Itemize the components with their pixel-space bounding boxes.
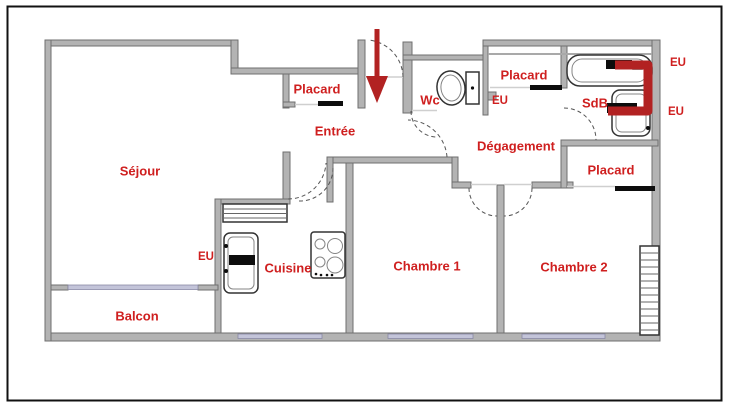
wall	[482, 39, 489, 116]
window-balcony	[67, 284, 199, 290]
stove-burner-small	[314, 256, 326, 268]
kitchen-sink-icon	[223, 232, 259, 294]
door-arc-sejour	[287, 162, 327, 200]
door-arc-entrance	[367, 39, 404, 78]
wall	[402, 41, 413, 114]
toilet-icon	[436, 70, 480, 106]
wall	[214, 198, 222, 334]
walls	[44, 39, 661, 342]
stove-burner-large	[327, 238, 343, 254]
room-label-placard-entree: Placard	[294, 82, 341, 97]
wall	[230, 67, 366, 75]
eu-label-wc: EU	[492, 95, 508, 107]
toilet-button	[470, 86, 475, 90]
sliding-door-placard-chambre2	[615, 186, 655, 191]
room-label-chambre1: Chambre 1	[393, 259, 460, 274]
toilet-bowl-inner	[440, 74, 462, 102]
bathtub-icon	[566, 54, 653, 87]
room-label-degagement: Dégagement	[477, 139, 556, 154]
wall	[44, 39, 52, 342]
stove-burner-large	[326, 256, 344, 274]
wall	[402, 54, 489, 61]
wall-inner-line	[488, 53, 652, 55]
entrance-arrow-icon	[366, 29, 388, 103]
wall	[326, 156, 334, 203]
wall-eu-duct	[487, 91, 497, 101]
door-arcs	[287, 39, 597, 217]
wall	[357, 39, 366, 109]
radiator-chambre2-icon	[639, 245, 660, 336]
room-label-sejour: Séjour	[120, 164, 160, 179]
room-label-placard-chambre2: Placard	[588, 163, 635, 178]
room-label-balcon: Balcon	[115, 309, 158, 324]
kitchen-sink-tap-dot	[224, 269, 228, 273]
wall	[451, 181, 472, 189]
radiator-cuisine-icon	[222, 203, 288, 223]
room-label-placard-hall: Placard	[501, 68, 548, 83]
eu-label-cuisine: EU	[198, 251, 214, 263]
image-border	[6, 5, 723, 402]
entrance-arrow-head	[366, 76, 388, 103]
stove-knob	[325, 273, 329, 277]
kitchen-sink-faucet	[229, 255, 255, 265]
door-arc-sdb	[563, 107, 597, 141]
windows	[67, 284, 606, 339]
wall	[282, 151, 291, 203]
stove-burner-small	[314, 238, 326, 250]
door-arc-chambre2	[503, 187, 533, 217]
room-label-chambre2: Chambre 2	[540, 260, 607, 275]
wall	[197, 284, 219, 291]
wall	[560, 45, 568, 89]
stove-icon	[310, 231, 346, 279]
eu-label-bath: EU	[670, 57, 686, 69]
wall	[50, 284, 69, 291]
window-chambre1	[387, 333, 474, 339]
door-arc-degagement	[407, 119, 448, 158]
wall	[496, 184, 505, 334]
wall	[282, 101, 296, 108]
eu-pipe	[608, 60, 653, 116]
room-label-sdb: SdB	[582, 96, 608, 111]
wall	[282, 73, 290, 109]
stove-knob	[319, 273, 323, 277]
wall	[44, 39, 238, 47]
wall	[326, 156, 459, 164]
window-cuisine	[237, 333, 323, 339]
sliding-door-placard-hall	[530, 85, 562, 90]
room-labels: Séjour Balcon Entrée Placard Wc Placard …	[115, 68, 634, 324]
door-arc-wc	[410, 110, 438, 138]
wall	[560, 139, 659, 147]
stove-knob	[314, 272, 318, 276]
window-chambre2	[521, 333, 606, 339]
kitchen-sink-tap-dot	[224, 244, 228, 248]
sink-tap-dot	[646, 126, 650, 130]
room-label-cuisine: Cuisine	[265, 261, 312, 276]
water-labels: EU EU EU EU	[198, 57, 686, 263]
wall	[345, 159, 354, 334]
room-label-wc: Wc	[420, 93, 440, 108]
radiator-body	[639, 245, 660, 336]
sliding-door-placard-entree	[318, 101, 343, 106]
stove-knob	[330, 273, 334, 277]
wall	[560, 142, 568, 189]
eu-label-sink: EU	[668, 106, 684, 118]
door-arc-chambre1	[468, 187, 498, 217]
wall	[482, 39, 661, 47]
room-label-entree: Entrée	[315, 124, 355, 139]
